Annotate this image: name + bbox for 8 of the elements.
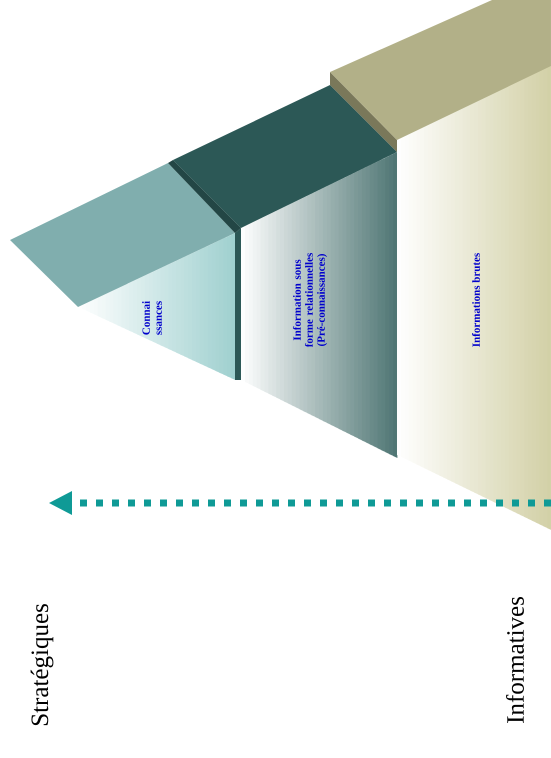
axis-label: Stratégiques <box>30 604 54 726</box>
axis-label: Informatives <box>506 597 524 723</box>
node-label: Information sous forme relationnelles (Pré-connaissances) <box>292 253 328 348</box>
step-block: Information sous forme relationnelles (Pré-connaissances) <box>168 85 398 458</box>
step-block: Informations brutes <box>330 0 551 530</box>
step-block: Connai ssances <box>10 163 236 380</box>
node-label: Connai ssances <box>142 301 162 335</box>
node-label: Informations brutes <box>472 253 480 347</box>
